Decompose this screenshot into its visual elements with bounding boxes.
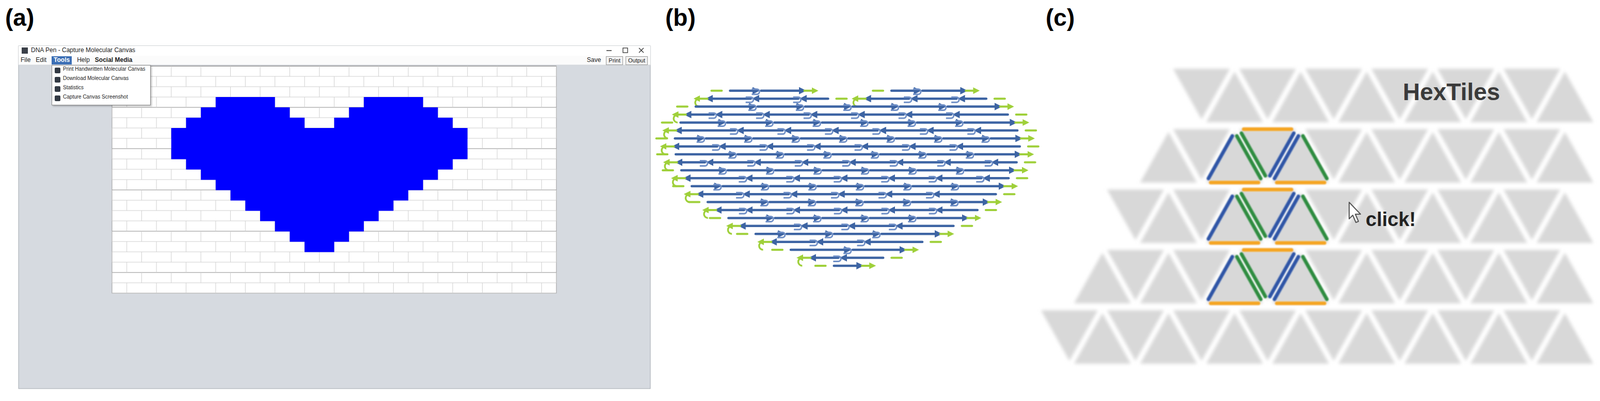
menu-icon — [54, 67, 61, 74]
dna-strand-heart — [656, 89, 1039, 266]
mouse-cursor — [1349, 202, 1361, 223]
panel-label: (c) — [1045, 4, 1075, 32]
ui-text: Print — [605, 56, 623, 66]
ui-text: Edit — [35, 56, 47, 64]
triangle-grid — [1041, 68, 1594, 364]
menu-item: Statistics — [62, 84, 84, 91]
close-icon — [638, 48, 644, 53]
software-window — [18, 45, 651, 389]
app-icon — [21, 47, 28, 54]
ui-text: DNA Pen - Capture Molecular Canvas — [30, 46, 136, 55]
ui-text: Output — [625, 56, 648, 66]
annotation-text: click! — [1365, 208, 1416, 232]
menu-item: Download Molecular Canvas — [62, 75, 129, 82]
menu-icon — [54, 76, 61, 83]
ui-text: Help — [76, 56, 90, 64]
maximize-icon — [622, 48, 628, 53]
ui-text: Save — [586, 56, 601, 64]
molecular-canvas — [112, 66, 557, 294]
ui-text: File — [20, 56, 31, 64]
menu-item: Print Handwritten Molecular Canvas — [62, 66, 146, 73]
menu-icon — [54, 95, 61, 102]
menu-item: Capture Canvas Screenshot — [62, 93, 128, 101]
panel-label: (a) — [5, 4, 35, 32]
minimize-icon — [606, 50, 612, 52]
panel-label: (b) — [665, 4, 696, 32]
menu-icon — [54, 86, 61, 92]
ui-text: Social Media — [94, 56, 133, 64]
annotation-text: HexTiles — [1402, 78, 1500, 106]
ui-text: Tools — [51, 56, 72, 65]
hex-tile-strands — [1208, 129, 1327, 303]
